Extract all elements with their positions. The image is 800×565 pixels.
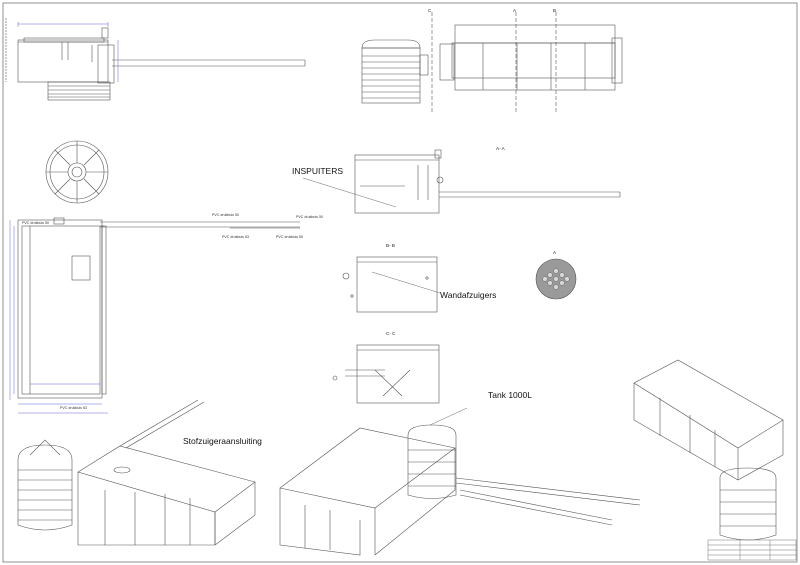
cut-marker-b: B xyxy=(553,8,557,13)
pipe-label-pvc50-a: PVC drukbuis 50 xyxy=(22,221,49,225)
wandafzuigers-label: Wandafzuigers xyxy=(440,290,497,300)
isometric-view-left xyxy=(17,399,256,546)
pipe-label-pvc50-c: PVC drukbuis 50 xyxy=(296,215,323,219)
plan-view-left xyxy=(17,217,300,399)
side-view-top-left xyxy=(5,18,306,101)
pipe-label-pvc63-a: PVC drukbuis 63 xyxy=(222,235,249,239)
cut-marker-c: C xyxy=(428,8,432,13)
tank-1000l-label: Tank 1000L xyxy=(488,390,532,400)
inspuiters-label: INSPUITERS xyxy=(292,166,344,176)
title-block xyxy=(707,539,797,561)
pipe-label-pvc63-b: PVC drukbuis 63 xyxy=(60,406,87,410)
section-c-c xyxy=(332,344,440,404)
isometric-view-middle xyxy=(279,407,641,556)
isometric-view-right xyxy=(633,359,784,541)
section-title-c-c: C- C xyxy=(386,331,396,336)
dimension-lines-top-left xyxy=(17,22,119,82)
nozzle-detail-a xyxy=(535,258,577,300)
pipe-label-pvc50-b: PVC drukbuis 50 xyxy=(212,213,239,217)
stofzuigeraansluiting-label: Stofzuigeraansluiting xyxy=(183,436,262,446)
detail-title-a: A xyxy=(553,250,557,255)
cut-marker-a: A xyxy=(513,8,517,13)
section-b-b xyxy=(342,256,441,313)
tank-top-view xyxy=(45,140,109,204)
tank-1000l-side xyxy=(361,39,429,104)
inspuiters-leader xyxy=(302,177,397,208)
section-a-a xyxy=(354,149,621,214)
plan-view-top-right xyxy=(431,12,623,112)
pipe-label-pvc50-d: PVC drukbuis 50 xyxy=(276,235,303,239)
section-title-b-b: B- B xyxy=(386,243,395,248)
dimension-lines-left xyxy=(9,220,108,414)
section-title-a-a: A- A xyxy=(496,146,505,151)
